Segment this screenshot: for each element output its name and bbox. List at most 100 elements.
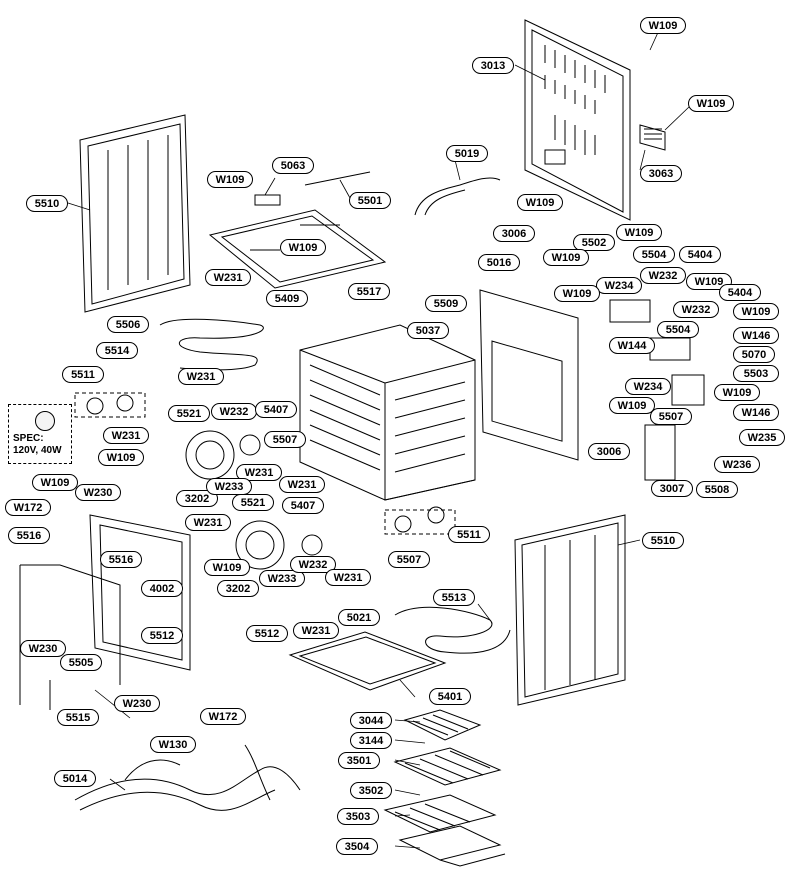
label-w109: W109 xyxy=(688,95,734,112)
label-3202: 3202 xyxy=(217,580,259,597)
wire-harness-5014 xyxy=(74,766,301,801)
label-5509: 5509 xyxy=(425,295,467,312)
part-5504-upper xyxy=(609,299,651,323)
label-3044: 3044 xyxy=(350,712,392,729)
label-w109: W109 xyxy=(204,559,250,576)
heating-element-5506 xyxy=(159,318,264,371)
label-w231: W231 xyxy=(293,622,339,639)
fan-3202-lower xyxy=(235,520,285,570)
label-3503: 3503 xyxy=(337,808,379,825)
label-3502: 3502 xyxy=(350,782,392,799)
label-5516: 5516 xyxy=(8,527,50,544)
label-w232: W232 xyxy=(673,301,719,318)
label-5021: 5021 xyxy=(338,609,380,626)
label-5515: 5515 xyxy=(57,709,99,726)
label-5511: 5511 xyxy=(62,366,104,383)
cable-5019 xyxy=(414,177,501,216)
label-3013: 3013 xyxy=(472,57,514,74)
label-5507: 5507 xyxy=(264,431,306,448)
label-3007: 3007 xyxy=(651,480,693,497)
label-w109: W109 xyxy=(640,17,686,34)
lamp-5511-right xyxy=(384,506,456,535)
label-5512: 5512 xyxy=(141,627,183,644)
label-5510: 5510 xyxy=(642,532,684,549)
front-frame-5509 xyxy=(479,289,579,461)
spec-line-2: 120V, 40W xyxy=(13,445,62,456)
rack-3501 xyxy=(393,747,502,786)
label-w109: W109 xyxy=(280,239,326,256)
part-5504-lower xyxy=(649,337,691,361)
label-w109: W109 xyxy=(98,449,144,466)
oven-cavity xyxy=(299,324,476,501)
label-w231: W231 xyxy=(185,514,231,531)
label-w233: W233 xyxy=(206,478,252,495)
label-3144: 3144 xyxy=(350,732,392,749)
label-w230: W230 xyxy=(20,640,66,657)
label-w231: W231 xyxy=(103,427,149,444)
label-5508: 5508 xyxy=(696,481,738,498)
label-w146: W146 xyxy=(733,404,779,421)
label-5501: 5501 xyxy=(349,192,391,209)
label-5407: 5407 xyxy=(255,401,297,418)
label-w231: W231 xyxy=(236,464,282,481)
label-w130: W130 xyxy=(150,736,196,753)
label-w232: W232 xyxy=(211,403,257,420)
label-w230: W230 xyxy=(75,484,121,501)
part-5070 xyxy=(671,374,705,406)
label-5510: 5510 xyxy=(26,195,68,212)
label-5504: 5504 xyxy=(657,321,699,338)
label-5521: 5521 xyxy=(168,405,210,422)
label-w109: W109 xyxy=(32,474,78,491)
label-w109: W109 xyxy=(543,249,589,266)
label-w234: W234 xyxy=(625,378,671,395)
label-5512: 5512 xyxy=(246,625,288,642)
side-panel-5510-right xyxy=(514,514,626,706)
label-w231: W231 xyxy=(205,269,251,286)
label-3006: 3006 xyxy=(588,443,630,460)
bracket-5063 xyxy=(254,194,281,206)
label-w146: W146 xyxy=(733,327,779,344)
label-3202: 3202 xyxy=(176,490,218,507)
bracket-3063 xyxy=(639,124,666,151)
label-5513: 5513 xyxy=(433,589,475,606)
label-w172: W172 xyxy=(200,708,246,725)
label-5517: 5517 xyxy=(348,283,390,300)
label-3501: 3501 xyxy=(338,752,380,769)
label-w109: W109 xyxy=(517,194,563,211)
label-5019: 5019 xyxy=(446,145,488,162)
label-5070: 5070 xyxy=(733,346,775,363)
label-w144: W144 xyxy=(609,337,655,354)
label-3504: 3504 xyxy=(336,838,378,855)
lamp-5511-left xyxy=(74,392,146,418)
label-w232: W232 xyxy=(290,556,336,573)
label-5511: 5511 xyxy=(448,526,490,543)
label-w235: W235 xyxy=(739,429,785,446)
fan-blade-5407 xyxy=(239,434,261,456)
label-5506: 5506 xyxy=(107,316,149,333)
label-w109: W109 xyxy=(733,303,779,320)
label-w231: W231 xyxy=(279,476,325,493)
label-w236: W236 xyxy=(714,456,760,473)
label-w109: W109 xyxy=(554,285,600,302)
label-w172: W172 xyxy=(5,499,51,516)
label-5514: 5514 xyxy=(96,342,138,359)
fan-3202-upper xyxy=(185,430,235,480)
label-w109: W109 xyxy=(207,171,253,188)
label-w231: W231 xyxy=(325,569,371,586)
label-w233: W233 xyxy=(259,570,305,587)
label-5063: 5063 xyxy=(272,157,314,174)
label-5037: 5037 xyxy=(407,322,449,339)
label-5409: 5409 xyxy=(266,290,308,307)
label-5404: 5404 xyxy=(719,284,761,301)
bulb-icon xyxy=(35,411,55,431)
rack-3504 xyxy=(398,825,506,867)
label-4002: 4002 xyxy=(141,580,183,597)
label-5016: 5016 xyxy=(478,254,520,271)
label-5401: 5401 xyxy=(429,688,471,705)
rack-3503 xyxy=(383,794,497,833)
rod-5501 xyxy=(304,171,371,186)
label-5505: 5505 xyxy=(60,654,102,671)
heating-element-5513 xyxy=(394,606,511,654)
label-w109: W109 xyxy=(714,384,760,401)
